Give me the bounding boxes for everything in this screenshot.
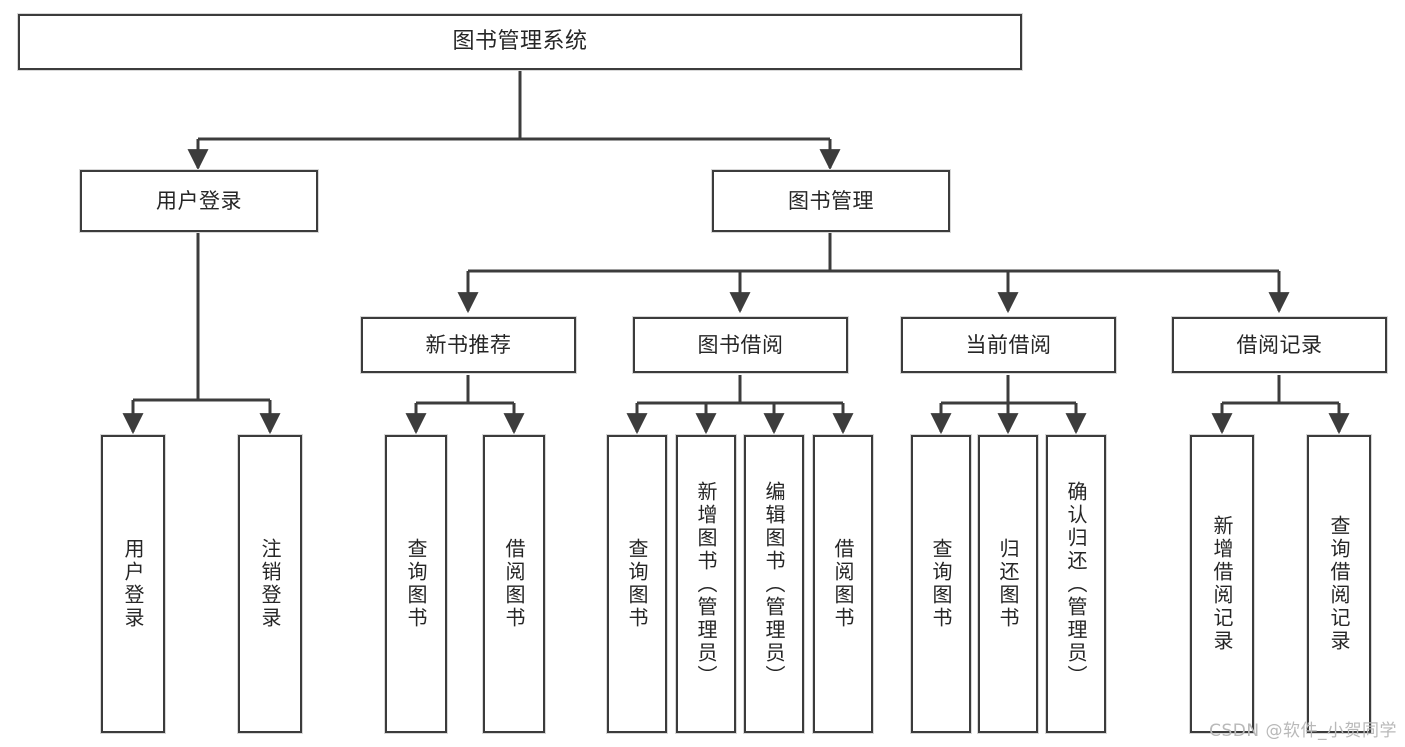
node-label: 用户登录 <box>156 188 242 213</box>
node-user-login[interactable]: 用户登录 <box>79 169 319 233</box>
node-label: 当前借阅 <box>965 332 1052 357</box>
leaf-query-book-3[interactable]: 查询图书 <box>910 434 972 734</box>
node-label: 查询借阅记录 <box>1327 515 1351 653</box>
watermark-text: CSDN @软件_小贺同学 <box>1209 721 1397 741</box>
node-label: 用户登录 <box>121 538 145 630</box>
leaf-query-book-2[interactable]: 查询图书 <box>606 434 668 734</box>
node-label: 注销登录 <box>258 538 282 630</box>
node-label: 图书借阅 <box>697 332 784 357</box>
node-label: 借阅记录 <box>1236 332 1323 357</box>
node-book-borrow[interactable]: 图书借阅 <box>632 316 849 374</box>
leaf-return-book[interactable]: 归还图书 <box>977 434 1039 734</box>
node-label: 借阅图书 <box>502 538 526 630</box>
node-label: 新书推荐 <box>425 332 512 357</box>
node-label: 归还图书 <box>996 538 1020 630</box>
node-new-book-recommend[interactable]: 新书推荐 <box>360 316 577 374</box>
node-label: 确认归还（管理员） <box>1064 480 1088 688</box>
node-book-management[interactable]: 图书管理 <box>711 169 951 233</box>
node-label: 新增图书（管理员） <box>694 480 718 688</box>
node-label: 新增借阅记录 <box>1210 515 1234 653</box>
leaf-query-book-1[interactable]: 查询图书 <box>384 434 448 734</box>
node-current-borrow[interactable]: 当前借阅 <box>900 316 1117 374</box>
node-root-book-management-system[interactable]: 图书管理系统 <box>17 13 1023 71</box>
node-label: 查询图书 <box>625 538 649 630</box>
leaf-borrow-book-1[interactable]: 借阅图书 <box>482 434 546 734</box>
leaf-confirm-return[interactable]: 确认归还（管理员） <box>1045 434 1107 734</box>
leaf-borrow-book-2[interactable]: 借阅图书 <box>812 434 874 734</box>
node-label: 图书管理 <box>788 188 874 213</box>
node-label: 借阅图书 <box>831 538 855 630</box>
node-label: 查询图书 <box>929 538 953 630</box>
node-label: 查询图书 <box>404 538 428 630</box>
leaf-user-login[interactable]: 用户登录 <box>100 434 166 734</box>
node-borrow-record[interactable]: 借阅记录 <box>1171 316 1388 374</box>
node-label: 编辑图书（管理员） <box>762 480 786 688</box>
leaf-add-book[interactable]: 新增图书（管理员） <box>675 434 737 734</box>
leaf-add-borrow-record[interactable]: 新增借阅记录 <box>1189 434 1255 734</box>
leaf-query-borrow-record[interactable]: 查询借阅记录 <box>1306 434 1372 734</box>
leaf-logout-login[interactable]: 注销登录 <box>237 434 303 734</box>
node-label: 图书管理系统 <box>452 29 588 55</box>
leaf-edit-book[interactable]: 编辑图书（管理员） <box>743 434 805 734</box>
